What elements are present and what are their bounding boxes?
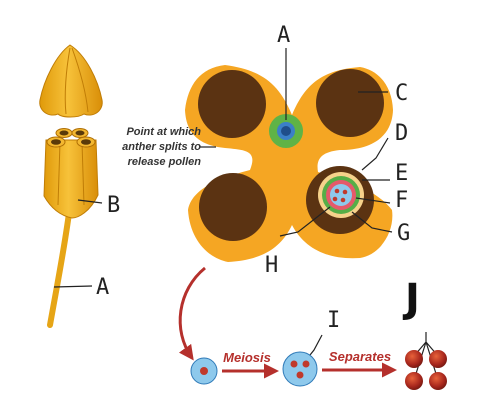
label-i: I [327, 308, 340, 333]
sac-layer-core [330, 184, 352, 206]
split-point-note-line1: Point at which [126, 126, 201, 138]
label-e: E [395, 161, 408, 186]
filament [47, 202, 73, 328]
label-j: J [402, 276, 420, 322]
label-d: D [395, 121, 408, 146]
microspore [405, 372, 423, 390]
stamen-anther-base [43, 139, 99, 219]
stamen-anther-cap [39, 44, 103, 118]
anther-cross-section [185, 65, 393, 262]
microspore [405, 350, 423, 368]
label-h: H [265, 253, 278, 278]
meiosis-sequence: Meiosis Separates [178, 266, 447, 390]
meiosis-label: Meiosis [223, 350, 271, 365]
microspore [429, 350, 447, 368]
pollen-sac-top-right [316, 69, 384, 137]
microspore [429, 372, 447, 390]
label-a-left: A [96, 275, 109, 300]
label-b: B [107, 193, 120, 218]
label-f: F [395, 188, 408, 213]
tetrad-cell [282, 351, 318, 387]
separates-label: Separates [329, 349, 391, 364]
stamen [39, 44, 103, 328]
microspore-group [405, 332, 447, 390]
pollen-sac-top-left [198, 70, 266, 138]
label-a-top: A [277, 23, 290, 48]
pollen-sac-bottom-left [199, 173, 267, 241]
curved-arrow [178, 266, 206, 361]
label-c: C [395, 81, 408, 106]
split-point-note-line2: anther splits to [122, 141, 201, 153]
label-g: G [397, 221, 410, 246]
split-point-note-line3: release pollen [128, 156, 202, 168]
